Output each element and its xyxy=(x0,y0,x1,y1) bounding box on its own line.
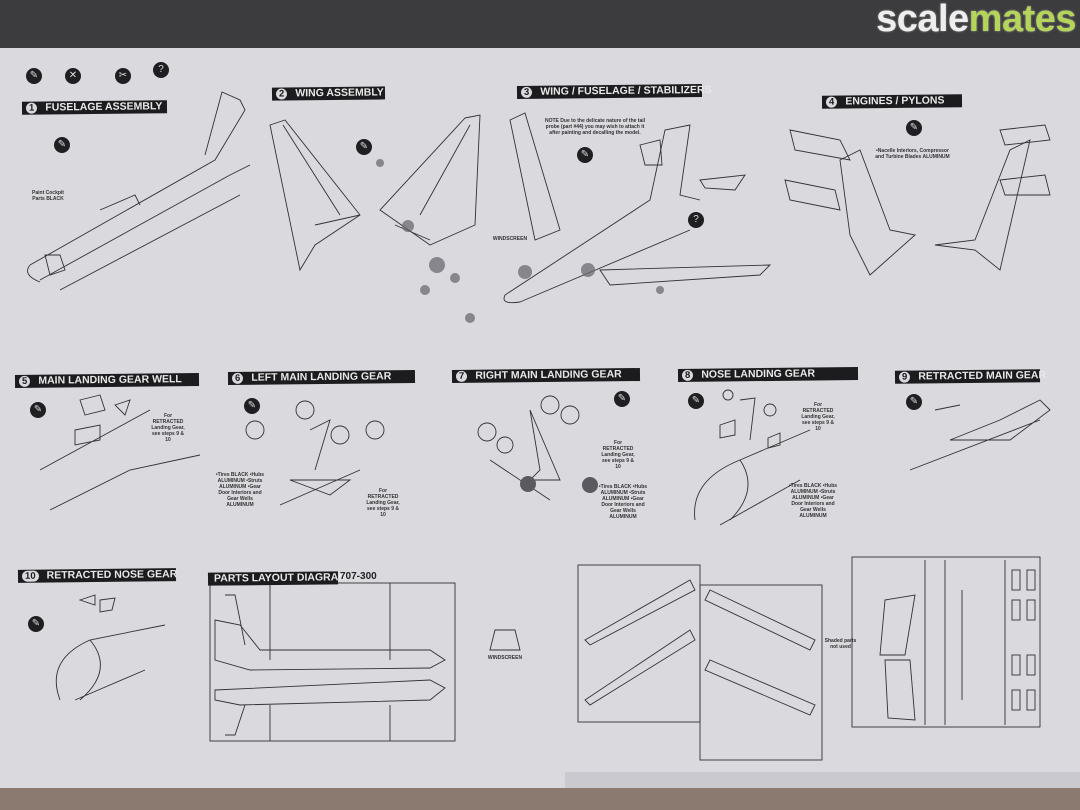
left-gear-drawing xyxy=(245,400,385,506)
background-floor xyxy=(0,788,1080,810)
fuselage-drawing xyxy=(27,91,251,291)
paint-icon: ✎ xyxy=(688,393,704,409)
step-4-header: 4 ENGINES / PYLONS xyxy=(821,94,963,109)
step-5-header: 5 MAIN LANDING GEAR WELL xyxy=(14,373,200,388)
step-number: 10 xyxy=(21,570,39,582)
step-number: 3 xyxy=(520,86,533,98)
paint-icon: ✎ xyxy=(614,391,630,407)
gear-colors-note-step6: •Tires BLACK •Hubs ALUMINUM •Struts ALUM… xyxy=(215,472,265,508)
windscreen-part-label: WINDSCREEN xyxy=(487,655,523,661)
paint-icon: ✎ xyxy=(906,120,922,136)
step-number: 7 xyxy=(455,370,468,382)
retracted-note-step7: For RETRACTED Landing Gear, see steps 9 … xyxy=(601,440,635,470)
step-title: WING ASSEMBLY xyxy=(295,86,384,100)
step-3-header: 3 WING / FUSELAGE / STABILIZERS xyxy=(516,84,712,99)
engine-paint-note: •Nacelle Interiors, Compressor and Turbi… xyxy=(875,148,950,160)
step-number: 4 xyxy=(825,96,838,108)
retracted-note-step6: For RETRACTED Landing Gear, see steps 9 … xyxy=(366,488,400,518)
no-glue-icon: ✕ xyxy=(65,68,81,84)
instruction-sheet xyxy=(0,48,1080,790)
step-number: 2 xyxy=(275,88,288,100)
step-title: RETRACTED NOSE GEAR xyxy=(46,568,178,582)
retracted-main-gear-drawing xyxy=(909,399,1051,471)
wings-drawing xyxy=(269,114,481,272)
wing-fuselage-drawing xyxy=(503,112,772,304)
step-6-header: 6 LEFT MAIN LANDING GEAR xyxy=(227,370,416,385)
step-title: FUSELAGE ASSEMBLY xyxy=(45,100,163,114)
glue-stains xyxy=(376,159,664,323)
step-title: RIGHT MAIN LANDING GEAR xyxy=(475,368,622,382)
step-2-header: 2 WING ASSEMBLY xyxy=(271,86,386,101)
parts-layout-title: PARTS LAYOUT DIAGRAM xyxy=(213,571,348,585)
step-10-header: 10 RETRACTED NOSE GEAR xyxy=(17,568,178,583)
watermark-text: scale xyxy=(876,0,969,40)
step-number: 9 xyxy=(898,371,911,383)
parts-layout-header: PARTS LAYOUT DIAGRAM xyxy=(207,571,347,586)
optional-parts-icon: ? xyxy=(688,212,704,228)
step-7-header: 7 RIGHT MAIN LANDING GEAR xyxy=(451,368,641,383)
detail-sprue-drawing xyxy=(851,556,1041,728)
paint-icon: ✎ xyxy=(906,394,922,410)
step-1-header: 1 FUSELAGE ASSEMBLY xyxy=(21,100,168,115)
scalemates-watermark: scalemates xyxy=(876,0,1076,41)
engines-pylons-drawing xyxy=(784,124,1051,276)
right-gear-drawing xyxy=(477,395,598,501)
fuselage-sprue-drawing xyxy=(209,582,456,742)
paint-icon: ✎ xyxy=(30,402,46,418)
step-title: WING / FUSELAGE / STABILIZERS xyxy=(540,83,712,98)
step-number: 1 xyxy=(25,102,38,114)
retracted-nose-gear-drawing xyxy=(55,594,166,701)
paint-icon: ✎ xyxy=(356,139,372,155)
shaded-parts-note: Shaded parts not used xyxy=(824,638,857,650)
paint-icon: ✎ xyxy=(577,147,593,163)
model-number: 707-300 xyxy=(340,571,377,582)
step-title: RETRACTED MAIN GEAR xyxy=(918,369,1047,383)
step-title: LEFT MAIN LANDING GEAR xyxy=(251,370,392,384)
step-8-header: 8 NOSE LANDING GEAR xyxy=(677,367,859,382)
cockpit-paint-note: Paint Cockpit Parts BLACK xyxy=(32,190,64,202)
paint-icon: ✎ xyxy=(54,137,70,153)
paint-icon: ✎ xyxy=(28,616,44,632)
gear-well-drawing xyxy=(39,394,201,511)
optional-parts-icon: ? xyxy=(153,62,169,78)
step-title: MAIN LANDING GEAR WELL xyxy=(38,373,182,387)
cut-icon: ✂ xyxy=(115,68,131,84)
gear-colors-note-step8: •Tires BLACK •Hubs ALUMINUM •Struts ALUM… xyxy=(788,483,838,519)
nose-gear-drawing xyxy=(694,389,811,526)
retracted-note-step5: For RETRACTED Landing Gear, see steps 9 … xyxy=(151,413,185,443)
step-9-header: 9 RETRACTED MAIN GEAR xyxy=(894,369,1046,384)
step-title: NOSE LANDING GEAR xyxy=(701,367,816,381)
paint-icon: ✎ xyxy=(26,68,42,84)
retracted-note-step8: For RETRACTED Landing Gear, see steps 9 … xyxy=(801,402,835,432)
watermark-text-accent: mates xyxy=(968,0,1077,40)
wing-sprue-drawing xyxy=(489,564,823,761)
gear-colors-note-step7: •Tires BLACK •Hubs ALUMINUM •Struts ALUM… xyxy=(598,484,648,520)
tail-probe-note: NOTE Due to the delicate nature of the t… xyxy=(545,118,646,136)
windscreen-label: WINDSCREEN xyxy=(492,236,528,242)
step-number: 8 xyxy=(681,369,694,381)
paint-icon: ✎ xyxy=(244,398,260,414)
step-title: ENGINES / PYLONS xyxy=(845,94,945,108)
step-number: 5 xyxy=(18,375,31,387)
step-number: 6 xyxy=(231,372,244,384)
